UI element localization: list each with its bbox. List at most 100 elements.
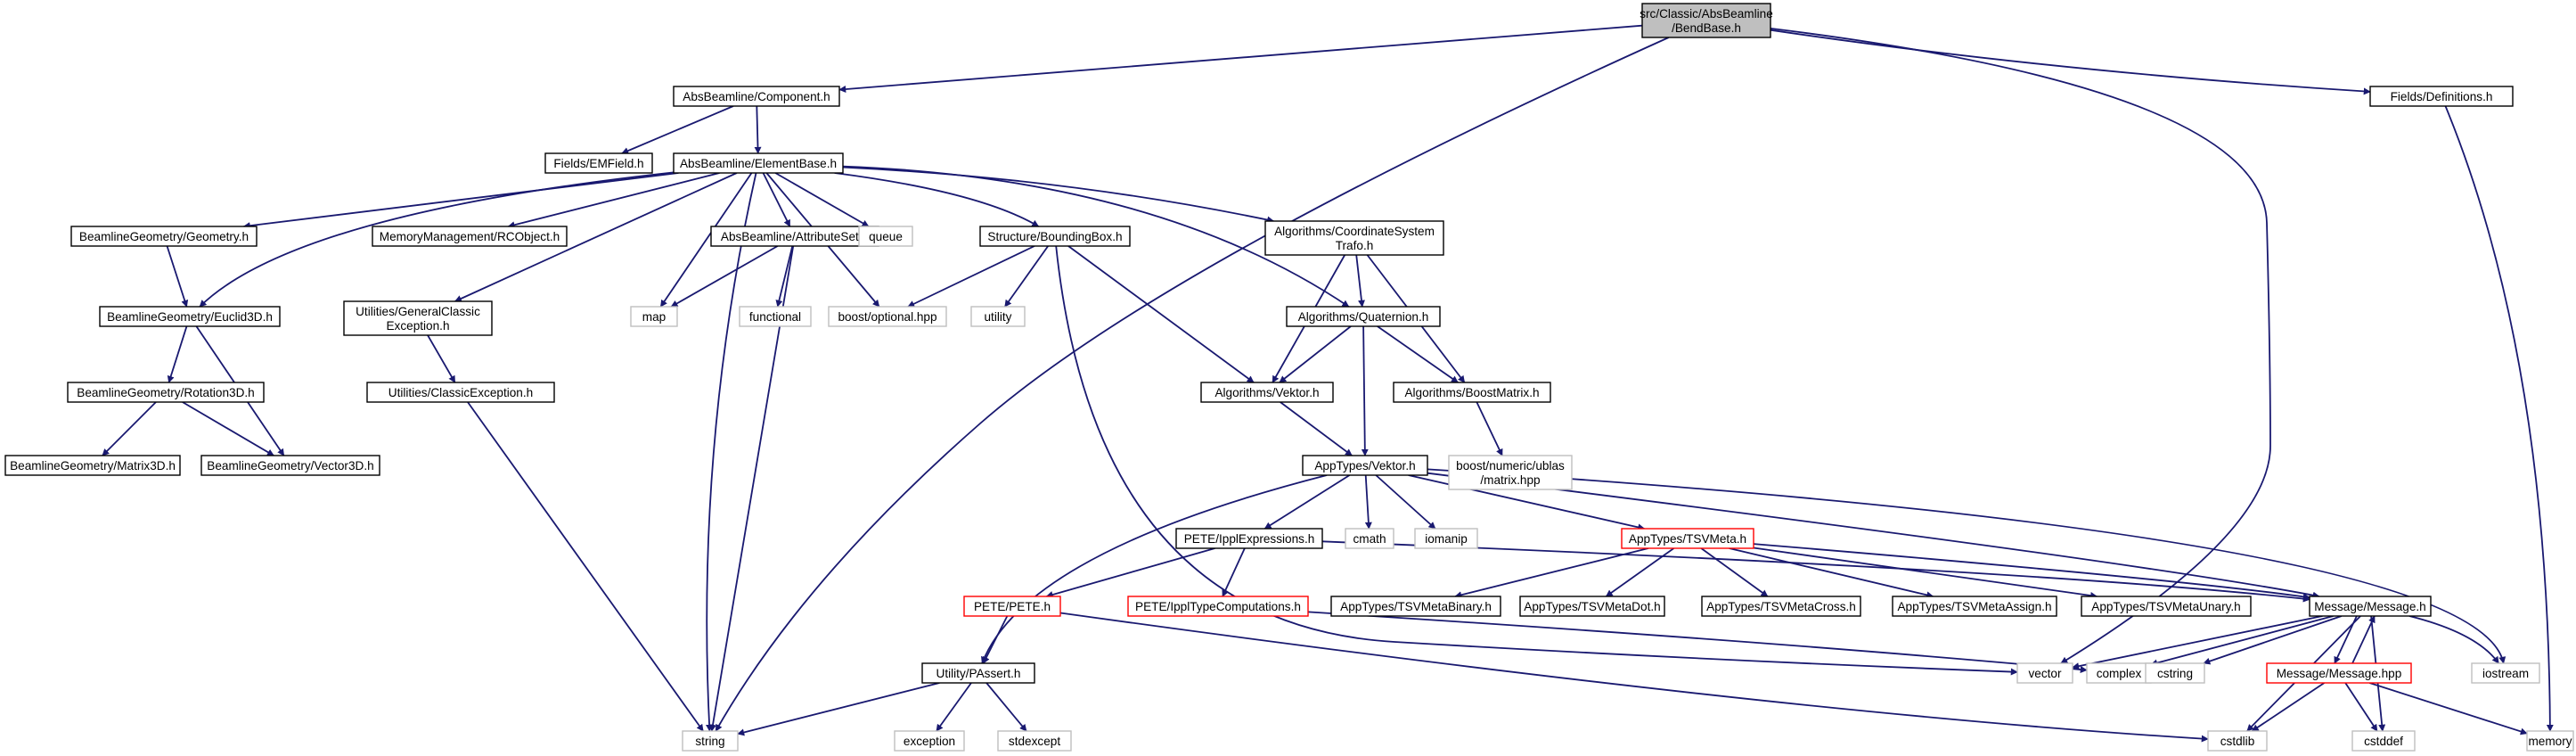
node-tsvcross[interactable]: AppTypes/TSVMetaCross.h [1701,596,1861,617]
node-label-cmath-0: cmath [1353,532,1386,546]
edge-tsvmeta-to-tsvassign [1729,547,1934,599]
node-functional: functional [739,306,812,327]
node-stdexcept: stdexcept [997,730,1072,752]
node-vector: vector [2016,662,2073,684]
edge-rotation3d-to-matrix3d [102,401,157,456]
edge-tsvmeta-to-message_h [1753,543,2310,601]
node-box-tsvbinary [1330,596,1501,617]
node-message_h[interactable]: Message/Message.h [2309,596,2432,617]
node-label-component-0: AbsBeamline/Component.h [683,90,830,103]
edge-apptvektor-to-passert [981,474,1328,664]
node-classicexc[interactable]: Utilities/ClassicException.h [366,382,555,403]
node-box-string [682,730,739,752]
node-apptvektor[interactable]: AppTypes/Vektor.h [1302,455,1428,476]
node-tsvunary[interactable]: AppTypes/TSVMetaUnary.h [2081,596,2252,617]
node-box-stdexcept [997,730,1072,752]
node-ippltypecomp[interactable]: PETE/IpplTypeComputations.h [1127,596,1309,617]
edge-elementbase-to-genclassicexc [454,172,738,302]
node-attributeset[interactable]: AbsBeamline/AttributeSet.h [710,226,879,247]
edge-apptvektor-to-message_h [1427,472,2320,599]
node-box-euclid3d [99,306,281,327]
node-rcobject[interactable]: MemoryManagement/RCObject.h [372,226,568,247]
node-geometry[interactable]: BeamlineGeometry/Geometry.h [70,226,258,247]
node-algvektor[interactable]: Algorithms/Vektor.h [1200,382,1334,403]
edge-classicexc-to-string [467,401,704,732]
node-vector3d[interactable]: BeamlineGeometry/Vector3D.h [200,455,380,476]
node-matrix3d[interactable]: BeamlineGeometry/Matrix3D.h [4,455,181,476]
node-box-algvektor [1200,382,1334,403]
node-root[interactable]: src/Classic/AbsBeamline/BendBase.h [1640,3,1773,38]
edge-ipplexpr-to-ippltypecomp [1222,547,1246,597]
node-box-rotation3d [67,382,265,403]
edge-geometry-to-euclid3d [166,245,189,308]
node-label-iomanip-0: iomanip [1425,532,1468,546]
node-boostmatrix[interactable]: Algorithms/BoostMatrix.h [1393,382,1551,403]
node-iomanip: iomanip [1414,528,1478,549]
edge-message_hpp-to-message_h [2351,615,2376,664]
node-label-string-0: string [695,735,724,748]
node-tsvdot[interactable]: AppTypes/TSVMetaDot.h [1519,596,1665,617]
node-rotation3d[interactable]: BeamlineGeometry/Rotation3D.h [67,382,265,403]
node-label-emfield-0: Fields/EMField.h [553,157,643,170]
node-label-rotation3d-0: BeamlineGeometry/Rotation3D.h [77,386,254,399]
edge-root-to-string [715,37,1670,732]
edge-boundingbox-to-boostoptional [907,245,1035,308]
node-label-stdexcept-0: stdexcept [1009,735,1060,748]
edge-ipplexpr-to-message_h [1321,540,2310,603]
node-tsvbinary[interactable]: AppTypes/TSVMetaBinary.h [1330,596,1501,617]
node-emfield[interactable]: Fields/EMField.h [544,152,653,174]
node-euclid3d[interactable]: BeamlineGeometry/Euclid3D.h [99,306,281,327]
edge-message_hpp-to-cstdlib [2251,682,2325,732]
node-fields_def[interactable]: Fields/Definitions.h [2369,86,2514,107]
node-quaternion[interactable]: Algorithms/Quaternion.h [1286,306,1441,327]
edge-elementbase-to-map [659,172,753,308]
node-label-quaternion-0: Algorithms/Quaternion.h [1298,310,1429,324]
node-box-quaternion [1286,306,1441,327]
edge-quaternion-to-apptvektor [1361,325,1369,456]
node-label-genclassicexc-1: Exception.h [386,319,449,333]
node-pete[interactable]: PETE/PETE.h [963,596,1061,617]
node-component[interactable]: AbsBeamline/Component.h [673,86,840,107]
node-box-cstddef [2351,730,2416,752]
node-tsvmeta[interactable]: AppTypes/TSVMeta.h [1621,528,1754,549]
edge-euclid3d-to-rotation3d [167,325,188,383]
node-box-geometry [70,226,258,247]
node-elementbase[interactable]: AbsBeamline/ElementBase.h [673,152,844,174]
node-ipplexpr[interactable]: PETE/IpplExpressions.h [1175,528,1323,549]
edge-elementbase-to-geometry [242,172,679,230]
node-box-utility [970,306,1026,327]
edge-apptvektor-to-tsvmeta [1408,474,1646,531]
dependency-edges [102,24,2554,743]
edge-coordtrafo-to-quaternion [1355,254,1365,308]
node-label-tsvmeta-0: AppTypes/TSVMeta.h [1629,532,1746,546]
edge-elementbase-to-queue [774,172,870,227]
node-passert[interactable]: Utility/PAssert.h [921,662,1035,684]
edge-elementbase-to-string [706,172,757,732]
node-label-cstdlib-0: cstdlib [2220,735,2255,748]
edge-apptvektor-to-iomanip [1375,474,1436,530]
node-label-memory-0: memory [2528,735,2572,748]
node-message_hpp[interactable]: Message/Message.hpp [2266,662,2412,684]
edge-elementbase-to-rcobject [507,172,720,229]
edge-message_h-to-vector [2072,615,2323,670]
edge-genclassicexc-to-classicexc [427,334,456,383]
node-tsvassign[interactable]: AppTypes/TSVMetaAssign.h [1892,596,2057,617]
node-box-iomanip [1414,528,1478,549]
edge-pete-to-cstdlib [1059,612,2209,743]
node-label-ublasmatrix-0: boost/numeric/ublas [1456,459,1565,472]
edge-tsvmeta-to-tsvcross [1700,547,1769,597]
node-box-iostream [2471,662,2540,684]
edge-quaternion-to-algvektor [1279,325,1352,383]
node-utility: utility [970,306,1026,327]
node-label-matrix3d-0: BeamlineGeometry/Matrix3D.h [10,459,176,472]
edge-attributeset-to-functional [775,245,794,308]
node-memory: memory [2526,730,2574,752]
node-label-tsvdot-0: AppTypes/TSVMetaDot.h [1524,600,1660,613]
node-box-functional [739,306,812,327]
edge-boundingbox-to-algvektor [1067,245,1255,383]
edge-passert-to-exception [936,682,972,732]
node-boundingbox[interactable]: Structure/BoundingBox.h [979,226,1131,247]
node-box-boostmatrix [1393,382,1551,403]
